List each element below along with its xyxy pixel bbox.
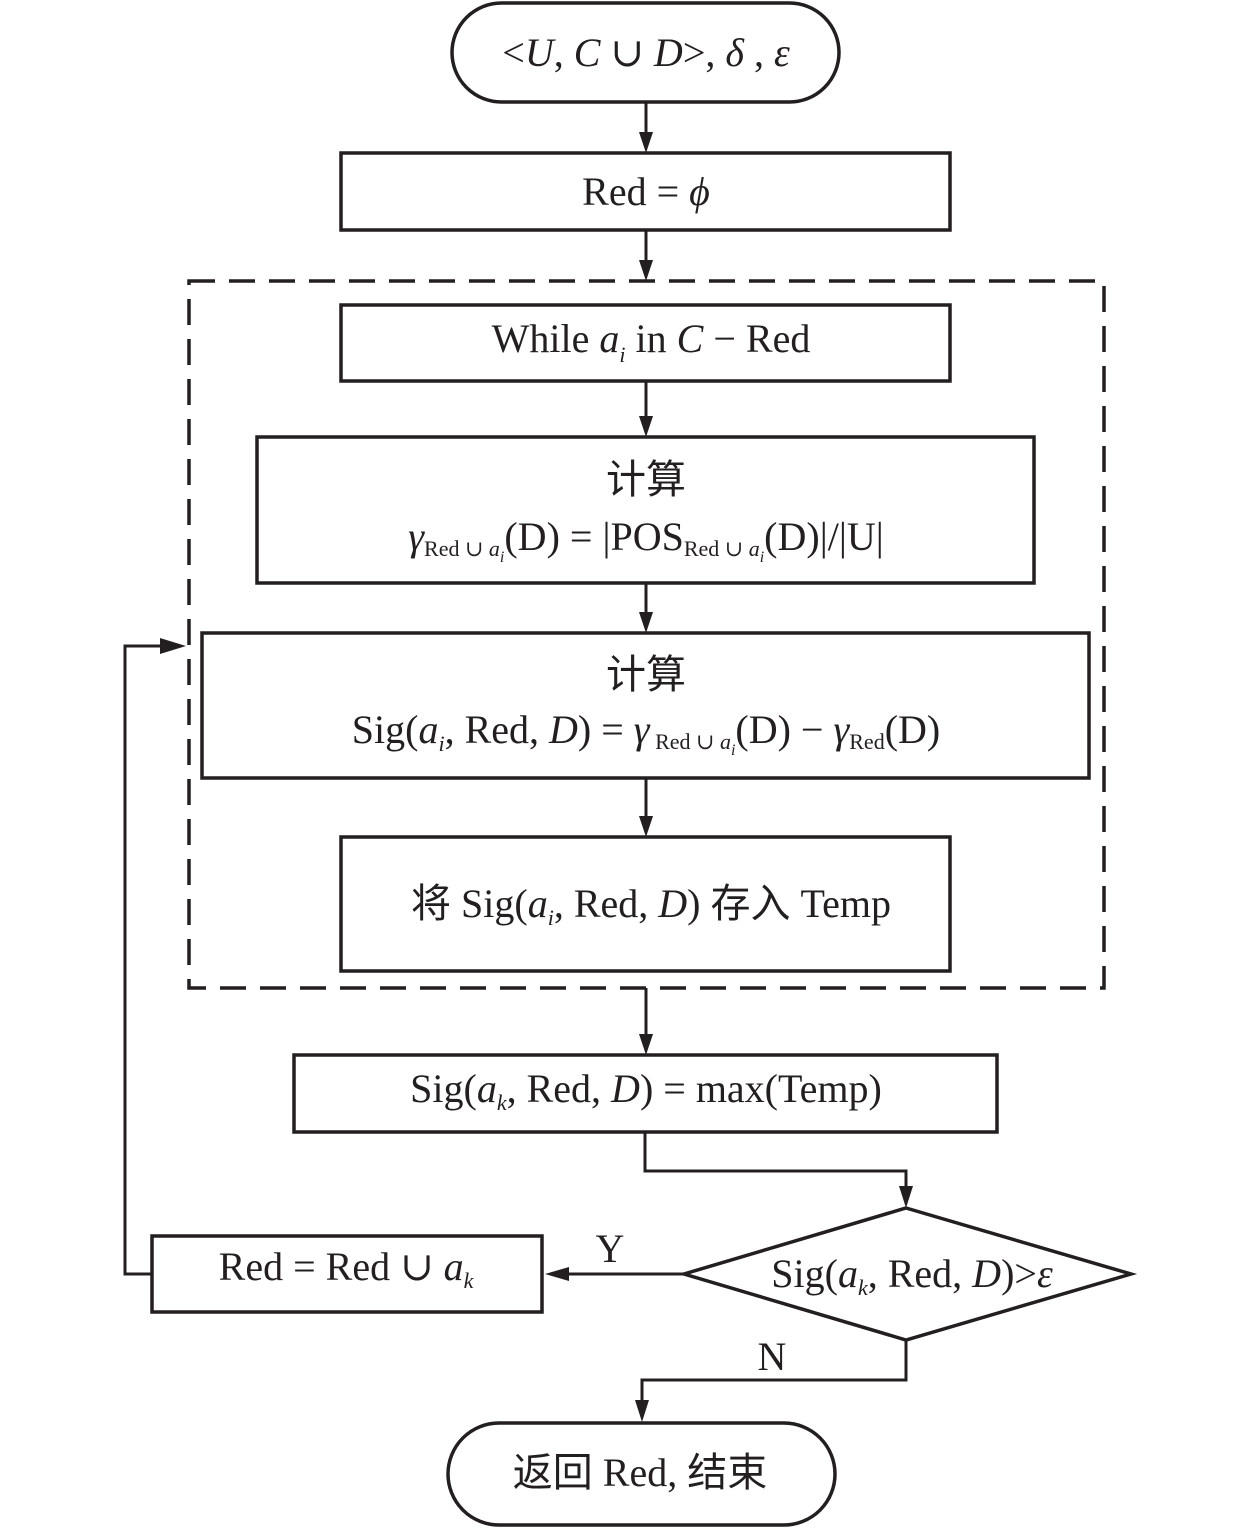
max-node: Sig(ak, Red, D) = max(Temp) <box>292 1053 999 1134</box>
arrowhead-icon <box>639 260 653 281</box>
arrowhead-icon <box>639 816 653 837</box>
store-node: 将 Sig(ai, Red, D) 存入 Temp <box>339 835 952 973</box>
arrowhead-icon <box>160 638 186 654</box>
arrowhead-icon <box>639 132 653 153</box>
connectors <box>123 102 913 1422</box>
arrowhead-icon <box>899 1186 913 1208</box>
decision-node: Sig(ak, Red, D)>ε <box>677 1206 1138 1342</box>
edge-update-loop <box>123 644 170 1276</box>
arrowhead-icon <box>639 612 653 633</box>
update-node: Red = Red ∪ ak <box>150 1234 544 1314</box>
max-label: Sig(ak, Red, D) = max(Temp) <box>410 1066 882 1115</box>
edge-decision-end <box>640 1340 908 1410</box>
update-label: Red = Red ∪ ak <box>219 1244 475 1293</box>
start-node: <U, C ∪ D>, δ , ε <box>450 1 841 104</box>
arrowhead-icon <box>639 416 653 437</box>
arrowhead-icon <box>545 1267 569 1281</box>
while-node: While ai in C − Red <box>339 303 952 383</box>
decision-label: Sig(ak, Red, D)>ε <box>771 1251 1053 1300</box>
init-label: Red = ϕ <box>582 169 710 214</box>
calc-gamma-title: 计算 <box>606 457 686 502</box>
store-label: 将 Sig(ai, Red, D) 存入 Temp <box>411 881 891 930</box>
arrowhead-icon <box>639 1034 653 1055</box>
init-node: Red = ϕ <box>339 151 952 232</box>
calc-gamma-node: 计算 γRed ∪ ai(D) = |POSRed ∪ ai(D)|/|U| <box>255 435 1036 585</box>
calc-sig-node: 计算 Sig(ai, Red, D) = γ Red ∪ ai(D) − γRe… <box>200 631 1091 780</box>
start-label: <U, C ∪ D>, δ , ε <box>502 30 790 75</box>
loop-group-dashed-box <box>187 279 1106 990</box>
edge-max-decision <box>643 1132 908 1195</box>
edge-label-yes: Y <box>596 1226 625 1271</box>
calc-gamma-formula: γRed ∪ ai(D) = |POSRed ∪ ai(D)|/|U| <box>408 514 883 566</box>
end-node: 返回 Red, 结束 <box>446 1421 837 1527</box>
calc-sig-formula: Sig(ai, Red, D) = γ Red ∪ ai(D) − γRed(D… <box>352 707 940 759</box>
edge-label-no: N <box>758 1334 787 1379</box>
calc-sig-title: 计算 <box>606 652 686 697</box>
while-label: While ai in C − Red <box>492 316 811 367</box>
arrowhead-icon <box>635 1400 649 1422</box>
end-label: 返回 Red, 结束 <box>513 1450 767 1495</box>
